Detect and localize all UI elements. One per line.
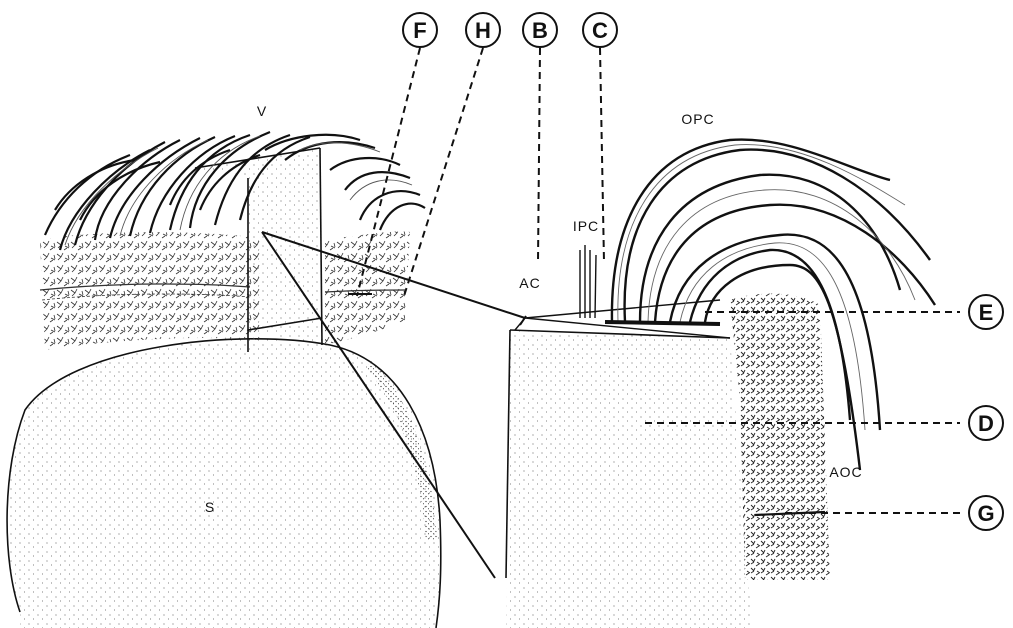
aoc-column — [730, 294, 830, 580]
label-s: S — [205, 499, 215, 515]
hairy-collar — [40, 232, 410, 350]
callout-d-label: D — [978, 411, 994, 436]
enlarged-block — [506, 300, 752, 628]
callout-b-label: B — [532, 18, 548, 43]
callout-h-label: H — [475, 18, 491, 43]
callout-c-label: C — [592, 18, 608, 43]
label-ac: AC — [519, 275, 540, 291]
label-v: V — [257, 103, 267, 119]
callout-e: E — [969, 295, 1003, 329]
cilia-base — [605, 322, 720, 324]
body-s — [7, 339, 441, 628]
callout-b: B — [523, 13, 557, 47]
callout-d: D — [969, 406, 1003, 440]
villi-tentacles — [45, 132, 425, 250]
ipc-cilia — [580, 245, 596, 318]
callout-f: F — [403, 13, 437, 47]
label-ipc: IPC — [573, 218, 599, 234]
callout-c: C — [583, 13, 617, 47]
label-opc: OPC — [681, 111, 714, 127]
callout-h: H — [466, 13, 500, 47]
callout-g-label: G — [977, 501, 994, 526]
callout-f-label: F — [413, 18, 426, 43]
callout-g: G — [969, 496, 1003, 530]
label-aoc: AOC — [829, 464, 862, 480]
callout-e-label: E — [979, 300, 994, 325]
